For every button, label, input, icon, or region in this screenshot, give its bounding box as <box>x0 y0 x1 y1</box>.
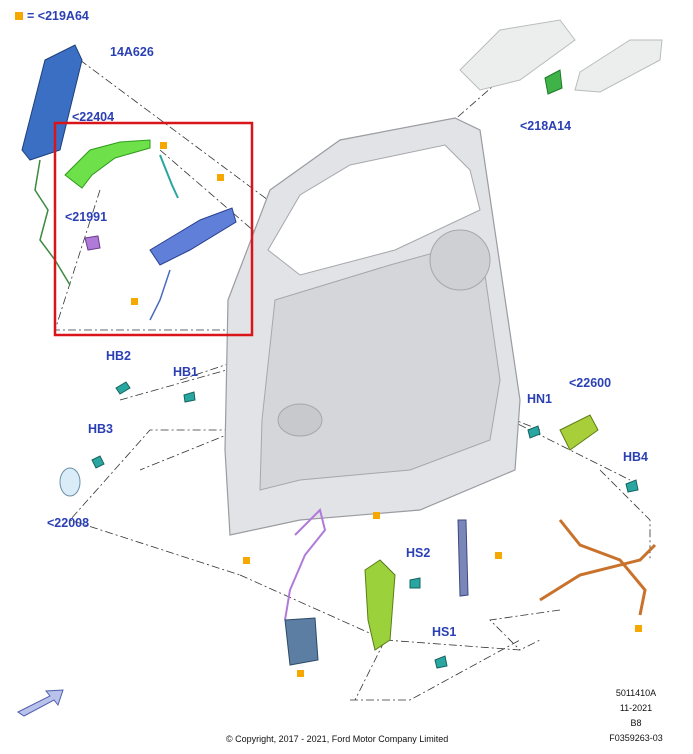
callout-14A626: 14A626 <box>110 45 154 59</box>
cable-part <box>149 269 171 321</box>
callout-218A14: <218A14 <box>520 119 571 133</box>
legend-marker-icon <box>15 12 23 20</box>
front-arrow-icon <box>17 689 64 717</box>
release-cable-part <box>284 508 327 621</box>
latch-mechanism-part <box>149 207 237 266</box>
control-module-part <box>559 414 599 451</box>
copyright-notice: © Copyright, 2017 - 2021, Ford Motor Com… <box>226 734 449 744</box>
latch-cover-part <box>64 139 151 189</box>
diagram-date: 11-2021 <box>619 703 653 713</box>
callout-HB3: HB3 <box>88 422 113 436</box>
rod-part <box>159 154 179 199</box>
grommet-part <box>59 467 81 497</box>
callout-HS1: HS1 <box>432 625 456 639</box>
callout-HB4: HB4 <box>623 450 648 464</box>
callout-HS2: HS2 <box>406 546 430 560</box>
seal-strip-part <box>457 519 469 597</box>
highlight-box <box>53 121 254 337</box>
door-harness-part <box>539 519 657 616</box>
callout-22008: <22008 <box>47 516 89 530</box>
callout-22404: <22404 <box>72 110 114 124</box>
figure-number: F0359263-03 <box>609 733 663 743</box>
door-frame <box>224 117 521 536</box>
callout-HN1: HN1 <box>527 392 552 406</box>
callout-HB1: HB1 <box>173 365 198 379</box>
diagram-revision: B8 <box>630 718 642 728</box>
legend-text: = <219A64 <box>27 9 89 23</box>
clip-part <box>84 235 101 251</box>
wire-harness-part <box>34 159 71 286</box>
fastener-markers <box>131 142 642 677</box>
handle-pad-part <box>544 69 563 95</box>
diagram-code: 5011410A <box>615 688 657 698</box>
trim-strip-part <box>21 44 83 161</box>
door-latch-part <box>284 617 319 666</box>
callout-HB2: HB2 <box>106 349 131 363</box>
clip-fasteners <box>91 381 639 669</box>
outer-door-handle <box>459 19 663 93</box>
callout-22600: <22600 <box>569 376 611 390</box>
callout-21991: <21991 <box>65 210 107 224</box>
bracket-part <box>364 559 396 651</box>
